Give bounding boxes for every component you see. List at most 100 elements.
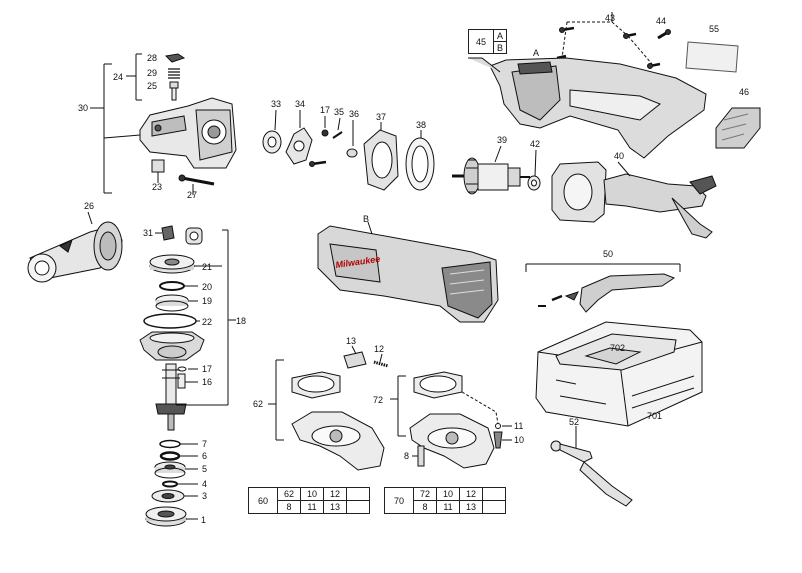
label-52: 52 [569, 417, 579, 427]
label-4: 4 [202, 479, 207, 489]
part-33-bearing [262, 109, 282, 154]
bracket-24 [126, 53, 142, 101]
label-29: 29 [147, 68, 157, 78]
label-46: 46 [739, 87, 749, 97]
side-handle-26 [27, 211, 123, 283]
kit-70-cell [482, 487, 506, 501]
cover-46 [715, 107, 761, 149]
label-5: 5 [202, 464, 207, 474]
label-28: 28 [147, 53, 157, 63]
label-B: B [363, 214, 369, 224]
label-10: 10 [514, 435, 524, 445]
kit-70-cell: 11 [436, 500, 460, 514]
label-1: 1 [201, 515, 206, 525]
screw-44 [657, 29, 671, 40]
part-23-bushing [151, 159, 165, 183]
label-25: 25 [147, 81, 157, 91]
label-26: 26 [84, 201, 94, 211]
label-3: 3 [202, 491, 207, 501]
lower-stack [145, 439, 198, 527]
label-6: 6 [202, 451, 207, 461]
label-42: 42 [530, 139, 540, 149]
kit-60-cell: 8 [277, 500, 301, 514]
label-34: 34 [295, 99, 305, 109]
label-17-top: 17 [320, 105, 330, 115]
label-701: 701 [647, 411, 662, 421]
label-8: 8 [404, 451, 409, 461]
gear-housing [103, 97, 237, 169]
carry-case [535, 321, 703, 427]
label-33: 33 [271, 99, 281, 109]
label-16: 16 [202, 377, 212, 387]
kit-70-cell: 12 [459, 487, 483, 501]
label-72: 72 [373, 395, 383, 405]
label-39: 39 [497, 135, 507, 145]
part-34-plate [285, 110, 313, 165]
bracket-18 [222, 229, 236, 406]
box-45-number: 45 [468, 29, 494, 54]
label-27: 27 [187, 190, 197, 200]
label-22: 22 [202, 317, 212, 327]
label-43: 43 [605, 13, 615, 23]
part-27-screw [178, 174, 215, 195]
label-A: A [533, 48, 539, 58]
label-31: 31 [143, 228, 153, 238]
kit-60-cell: 11 [300, 500, 324, 514]
part-29-spring [168, 68, 180, 79]
label-50: 50 [603, 249, 613, 259]
part-37-brush-ring [363, 122, 399, 191]
part-36-washer [346, 120, 358, 158]
label-35: 35 [334, 107, 344, 117]
label-37: 37 [376, 112, 386, 122]
screw-8 [412, 445, 425, 467]
label-11: 11 [514, 421, 523, 431]
label-7: 7 [202, 439, 207, 449]
bracket-30 [90, 63, 112, 194]
box-45-a: A [492, 29, 508, 42]
label-19: 19 [202, 296, 212, 306]
lock-lever-50 [538, 273, 676, 313]
part-25-pin [169, 81, 179, 101]
kit-70-id: 70 [384, 487, 414, 514]
label-40: 40 [614, 151, 624, 161]
label-13: 13 [346, 336, 356, 346]
kit-60-cell: 10 [300, 487, 324, 501]
kit-70-cell: 10 [436, 487, 460, 501]
kit-60-cell: 12 [323, 487, 347, 501]
kit-table-60: 60 62 10 12 8 11 13 [248, 487, 370, 514]
kit-60-cell [346, 500, 370, 514]
wrench-52 [550, 426, 633, 507]
kit-60-id: 60 [248, 487, 278, 514]
part-17-35-screws [309, 116, 343, 167]
label-23: 23 [152, 182, 162, 192]
part-13-12 [343, 345, 389, 369]
kit-table-70: 70 72 10 12 8 11 13 [384, 487, 506, 514]
housing-half-b [317, 221, 499, 323]
reference-box-45: 45 A B [468, 29, 508, 54]
kit-70-cell [482, 500, 506, 514]
field-40 [551, 161, 717, 239]
label-55: 55 [709, 24, 719, 34]
screws-43 [556, 12, 661, 69]
armature-39 [452, 145, 530, 195]
label-36: 36 [349, 109, 359, 119]
part-38-baffle [405, 130, 435, 191]
box-45-b: B [492, 41, 508, 54]
guard-72 [409, 371, 512, 469]
kit-60-cell: 62 [277, 487, 301, 501]
bracket-72 [390, 375, 406, 437]
kit-60-cell: 13 [323, 500, 347, 514]
label-24: 24 [113, 72, 123, 82]
guard-62 [291, 371, 385, 471]
label-44: 44 [656, 16, 666, 26]
label-18: 18 [236, 316, 246, 326]
kit-60-cell [346, 487, 370, 501]
label-30: 30 [78, 103, 88, 113]
part-28-clip [164, 53, 186, 63]
label-12: 12 [374, 344, 384, 354]
kit-70-cell: 72 [413, 487, 437, 501]
label-38: 38 [416, 120, 426, 130]
bracket-62 [268, 359, 284, 441]
label-17-spindle: 17 [202, 364, 212, 374]
